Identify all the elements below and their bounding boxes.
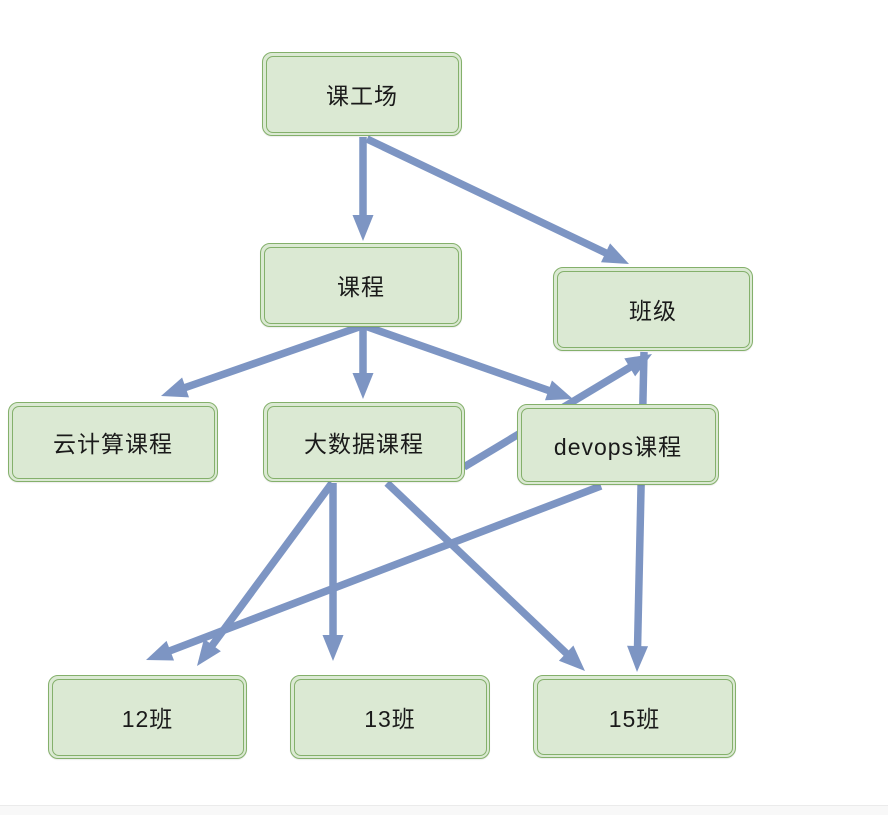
arrowhead [161,377,190,398]
node-dashuju[interactable]: 大数据课程 [263,402,465,482]
arrowhead [352,215,374,241]
node-label-ban15: 15班 [608,705,661,732]
node-label-kegongchang: 课工场 [326,83,398,109]
edge-dashuju-to-ban15 [384,480,585,671]
arrowhead [322,635,344,661]
edge-kegongchang-to-kecheng [352,137,374,241]
bottom-window-edge [0,805,888,815]
node-banji[interactable]: 班级 [553,267,753,351]
node-label-ban13: 13班 [364,706,416,732]
node-ban15[interactable]: 15班 [533,675,736,758]
node-label-kecheng: 课程 [337,274,385,300]
arrowhead [146,640,175,661]
edge-kecheng-to-dashuju [352,326,374,399]
arrowhead [558,645,585,671]
arrowhead [627,645,649,672]
edge-kecheng-to-yunjisuan [161,322,364,398]
arrowhead [352,373,374,399]
node-label-banji: 班级 [629,298,677,324]
edge-kecheng-to-devops [363,322,573,401]
node-kecheng[interactable]: 课程 [260,243,462,327]
arrowhead [544,380,573,401]
node-kegongchang[interactable]: 课工场 [262,52,462,136]
edge-dashuju-to-ban12 [197,480,336,666]
arrowhead [601,243,629,264]
node-yunjisuan[interactable]: 云计算课程 [8,402,218,482]
node-label-yunjisuan: 云计算课程 [53,431,173,457]
edge-banji-to-ban15 [627,351,649,672]
node-label-dashuju: 大数据课程 [304,431,424,457]
edge-kegongchang-to-banji [365,135,629,264]
arrowhead [197,638,221,666]
node-ban13[interactable]: 13班 [290,675,490,759]
node-label-ban12: 12班 [121,706,174,732]
node-label-devops: devops课程 [553,433,683,460]
edge-dashuju-to-ban13 [322,483,344,661]
arrowhead [624,354,652,377]
node-ban12[interactable]: 12班 [48,675,247,759]
edge-devops-to-ban12 [146,482,603,661]
node-devops[interactable]: devops课程 [517,404,719,485]
